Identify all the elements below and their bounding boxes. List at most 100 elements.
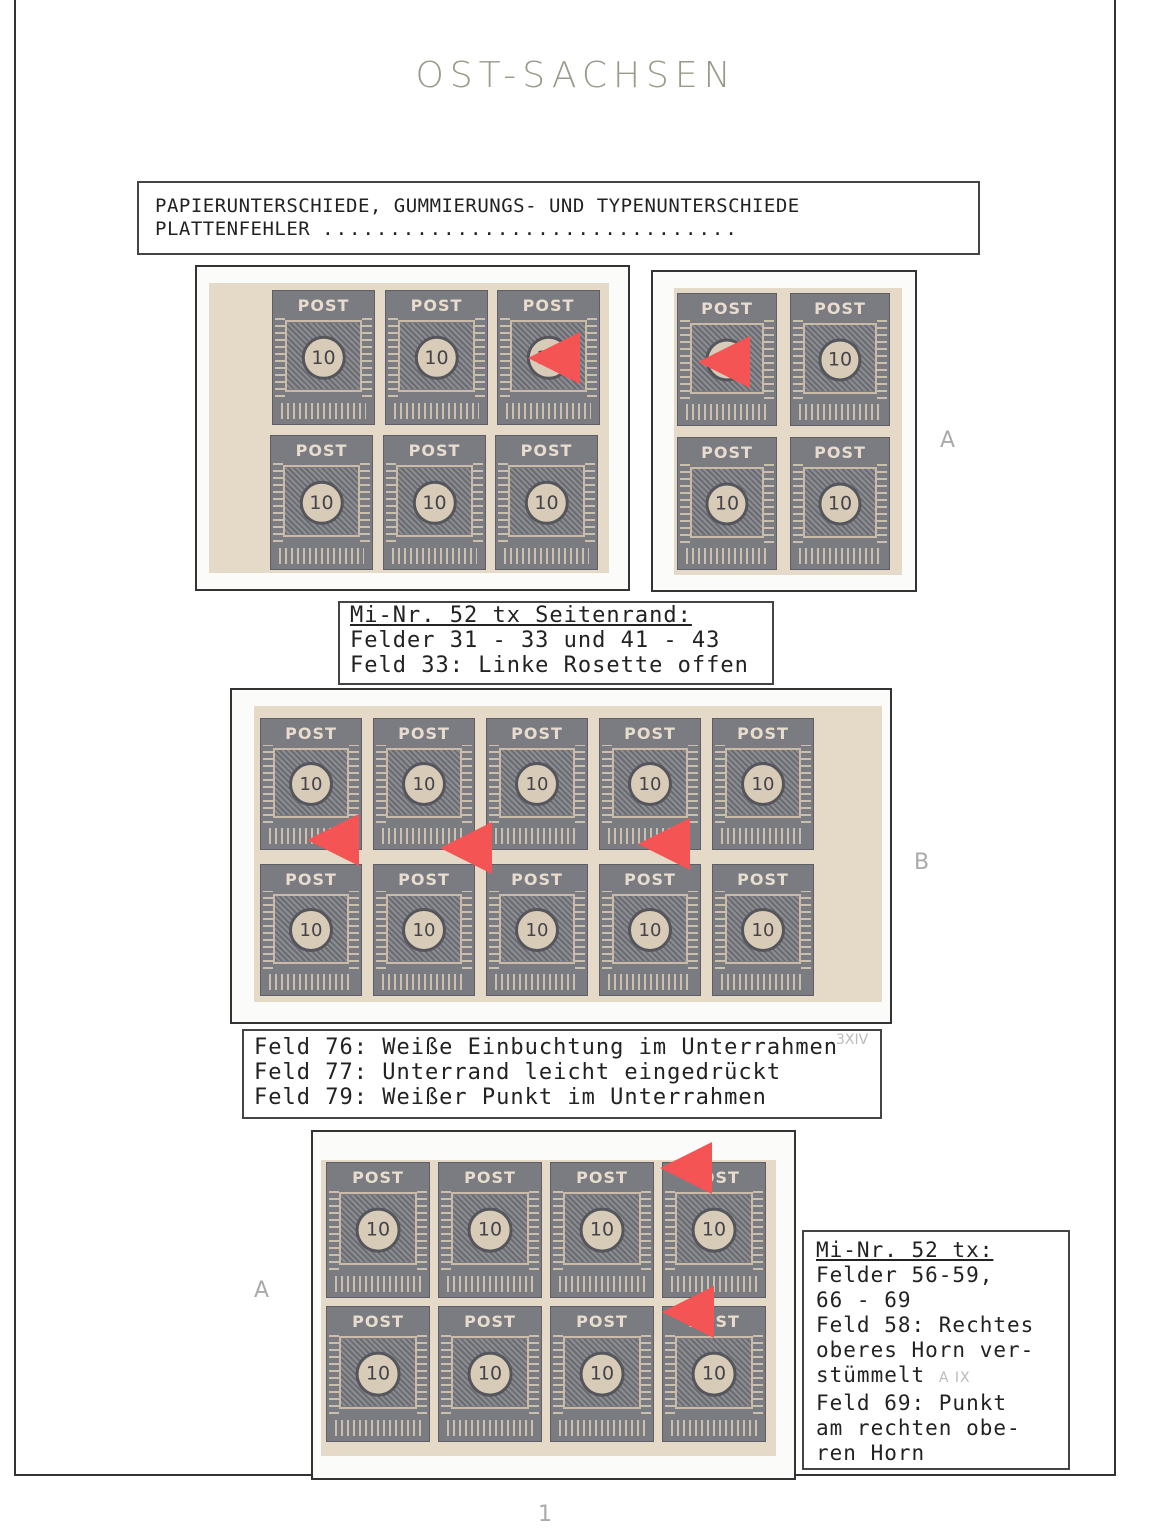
stamp-ornament-left	[553, 1333, 564, 1415]
stamp-value: 10	[402, 908, 446, 952]
stamp-frame	[563, 1336, 641, 1409]
stamp-post-label: POST	[352, 1312, 404, 1332]
error-marker-arrow-b2	[698, 336, 750, 388]
stamp-b4-4: POST 10	[326, 1306, 430, 1442]
error-marker-arrow-feld77	[440, 822, 492, 874]
stamp-frame	[689, 322, 765, 394]
note-3-line-4: Feld 58: Rechtes	[816, 1313, 1035, 1337]
stamp-ornament-left	[376, 745, 386, 823]
stamp-ornament-right	[801, 891, 811, 969]
stamp-post-label: POST	[576, 1168, 628, 1188]
stamp-frame	[451, 1192, 529, 1265]
stamp-bottom-ornament	[335, 1275, 421, 1292]
stamp-frame	[563, 1192, 641, 1265]
stamp-bottom-ornament	[559, 1419, 645, 1436]
stamp-post-label: POST	[408, 441, 461, 461]
note-3-line-5: oberes Horn ver-	[816, 1338, 1035, 1362]
note-2-line-2: Feld 77: Unterrand leicht eingedrückt	[254, 1060, 782, 1085]
stamp-post-label: POST	[624, 724, 676, 744]
error-marker-arrow-feld79	[638, 818, 690, 870]
stamp-ornament-left	[388, 317, 399, 398]
note-3-line-9: ren Horn	[816, 1441, 926, 1465]
pencil-mark-a-1: A	[940, 428, 956, 453]
stamp-frame	[451, 1336, 529, 1409]
note-2-line-3: Feld 79: Weißer Punkt im Unterrahmen	[254, 1085, 767, 1110]
stamp-bottom-ornament	[279, 547, 364, 564]
stamp-frame	[339, 1192, 417, 1265]
stamp-bottom-ornament	[447, 1275, 533, 1292]
stamp-value: 10	[402, 762, 446, 806]
stamp-value: 10	[579, 1207, 625, 1253]
stamp-ornament-right	[462, 891, 472, 969]
header-line-1: PAPIERUNTERSCHIEDE, GUMMIERUNGS- UND TYP…	[155, 195, 800, 217]
stamp-ornament-right	[416, 1333, 427, 1415]
stamp-post-label: POST	[398, 870, 450, 890]
stamp-frame	[725, 747, 801, 818]
stamp-bottom-ornament	[608, 974, 692, 990]
stamp-ornament-left	[553, 1189, 564, 1271]
note-1: Mi-Nr. 52 tx Seitenrand: Felder 31 - 33 …	[346, 603, 770, 685]
note-box-1	[338, 601, 774, 685]
stamp-ornament-right	[528, 1189, 539, 1271]
note-2: Feld 76: Weiße Einbuchtung im Unterrahme…	[242, 1029, 882, 1119]
stamp-value: 10	[412, 480, 457, 525]
stamp-ornament-right	[361, 317, 372, 398]
note-3-line-6: stümmelt A IX	[816, 1363, 1056, 1391]
stamp-post-label: POST	[511, 870, 563, 890]
stamp-value: 10	[301, 335, 346, 380]
stamp-value: 10	[299, 480, 344, 525]
stamp-post-label: POST	[520, 441, 573, 461]
stamp-ornament-right	[462, 745, 472, 823]
stamp-ornament-right	[416, 1189, 427, 1271]
stamp-ornament-right	[877, 320, 888, 399]
stamp-frame	[499, 893, 575, 964]
stamp-ornament-left	[679, 464, 690, 543]
stamp-value: 10	[818, 337, 862, 382]
stamp-post-label: POST	[285, 870, 337, 890]
stamp-value: 10	[289, 762, 333, 806]
stamp-frame	[689, 466, 765, 538]
stamp-ornament-right	[801, 745, 811, 823]
page-title: OST-SACHSEN	[415, 55, 737, 96]
note-1-line-1: Mi-Nr. 52 tx Seitenrand:	[350, 603, 692, 628]
stamp-ornament-left	[273, 462, 284, 543]
stamp-frame	[339, 1336, 417, 1409]
stamp-post-label: POST	[398, 724, 450, 744]
stamp-ornament-right	[575, 745, 585, 823]
stamp-bottom-ornament	[506, 402, 591, 419]
stamp-value: 10	[579, 1351, 625, 1397]
stamp-b4-2: POST 10	[550, 1162, 654, 1298]
stamp-post-label: POST	[285, 724, 337, 744]
stamp-post-label: POST	[814, 299, 866, 319]
stamp-ornament-left	[679, 320, 690, 399]
stamp-ornament-left	[263, 891, 273, 969]
note-3-line-3: 66 - 69	[816, 1288, 912, 1312]
stamp-frame	[675, 1192, 753, 1265]
header-line-2: PLATTENFEHLER ..........................…	[155, 218, 962, 241]
stamp-post-label: POST	[814, 443, 866, 463]
stamp-bottom-ornament	[335, 1419, 421, 1436]
stamp-value: 10	[691, 1351, 737, 1397]
stamp-value: 10	[355, 1351, 401, 1397]
stamp-bottom-ornament	[685, 404, 769, 420]
stamp-ornament-right	[584, 462, 595, 543]
stamp-value: 10	[467, 1351, 513, 1397]
stamp-frame	[802, 466, 878, 538]
stamp-frame	[510, 320, 587, 393]
stamp-post-label: POST	[701, 299, 753, 319]
stamp-ornament-right	[640, 1189, 651, 1271]
stamp-b2-1: POST 10	[790, 293, 890, 426]
stamp-ornament-left	[441, 1333, 452, 1415]
stamp-b1-4: POST 10	[383, 435, 486, 570]
pencil-mark-a-2: A	[254, 1278, 270, 1303]
stamp-post-label: POST	[464, 1168, 516, 1188]
note-1-line-3: Feld 33: Linke Rosette offen	[350, 653, 749, 678]
